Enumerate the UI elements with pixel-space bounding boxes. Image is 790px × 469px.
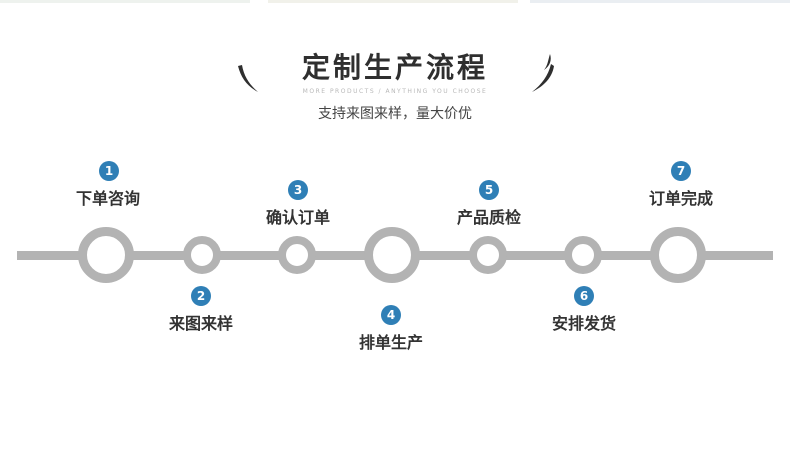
- timeline-node-3: [278, 236, 316, 274]
- subtitle-chinese: 支持来图来样，量大价优: [318, 106, 472, 122]
- timeline-node-6: [564, 236, 602, 274]
- step-1-number-badge: 1: [99, 161, 119, 181]
- timeline-node-7: [650, 227, 706, 283]
- step-2-label: 来图来样: [168, 314, 233, 333]
- step-7-label: 订单完成: [648, 189, 713, 208]
- step-2-number-badge: 2: [191, 286, 211, 306]
- top-strip-3: [530, 0, 790, 3]
- subtitle-english: MORE PRODUCTS / ANYTHING YOU CHOOSE: [302, 88, 488, 95]
- left-brush-icon: [238, 65, 258, 92]
- step-1-label: 下单咨询: [75, 189, 140, 208]
- timeline-node-1: [78, 227, 134, 283]
- page-title: 定制生产流程: [301, 51, 488, 84]
- top-strip-2: [268, 0, 518, 3]
- step-7-number-badge: 7: [671, 161, 691, 181]
- step-4-number-badge: 4: [381, 305, 401, 325]
- step-5-label: 产品质检: [456, 208, 521, 227]
- step-5-number-badge: 5: [479, 180, 499, 200]
- step-4-label: 排单生产: [358, 333, 423, 352]
- top-strip-1: [0, 0, 250, 3]
- step-3-label: 确认订单: [265, 208, 330, 227]
- step-3-number-badge: 3: [288, 180, 308, 200]
- timeline-node-5: [469, 236, 507, 274]
- step-6-label: 安排发货: [551, 314, 616, 333]
- timeline-node-4: [364, 227, 420, 283]
- right-brush-icon: [532, 54, 554, 92]
- timeline-node-2: [183, 236, 221, 274]
- step-6-number-badge: 6: [574, 286, 594, 306]
